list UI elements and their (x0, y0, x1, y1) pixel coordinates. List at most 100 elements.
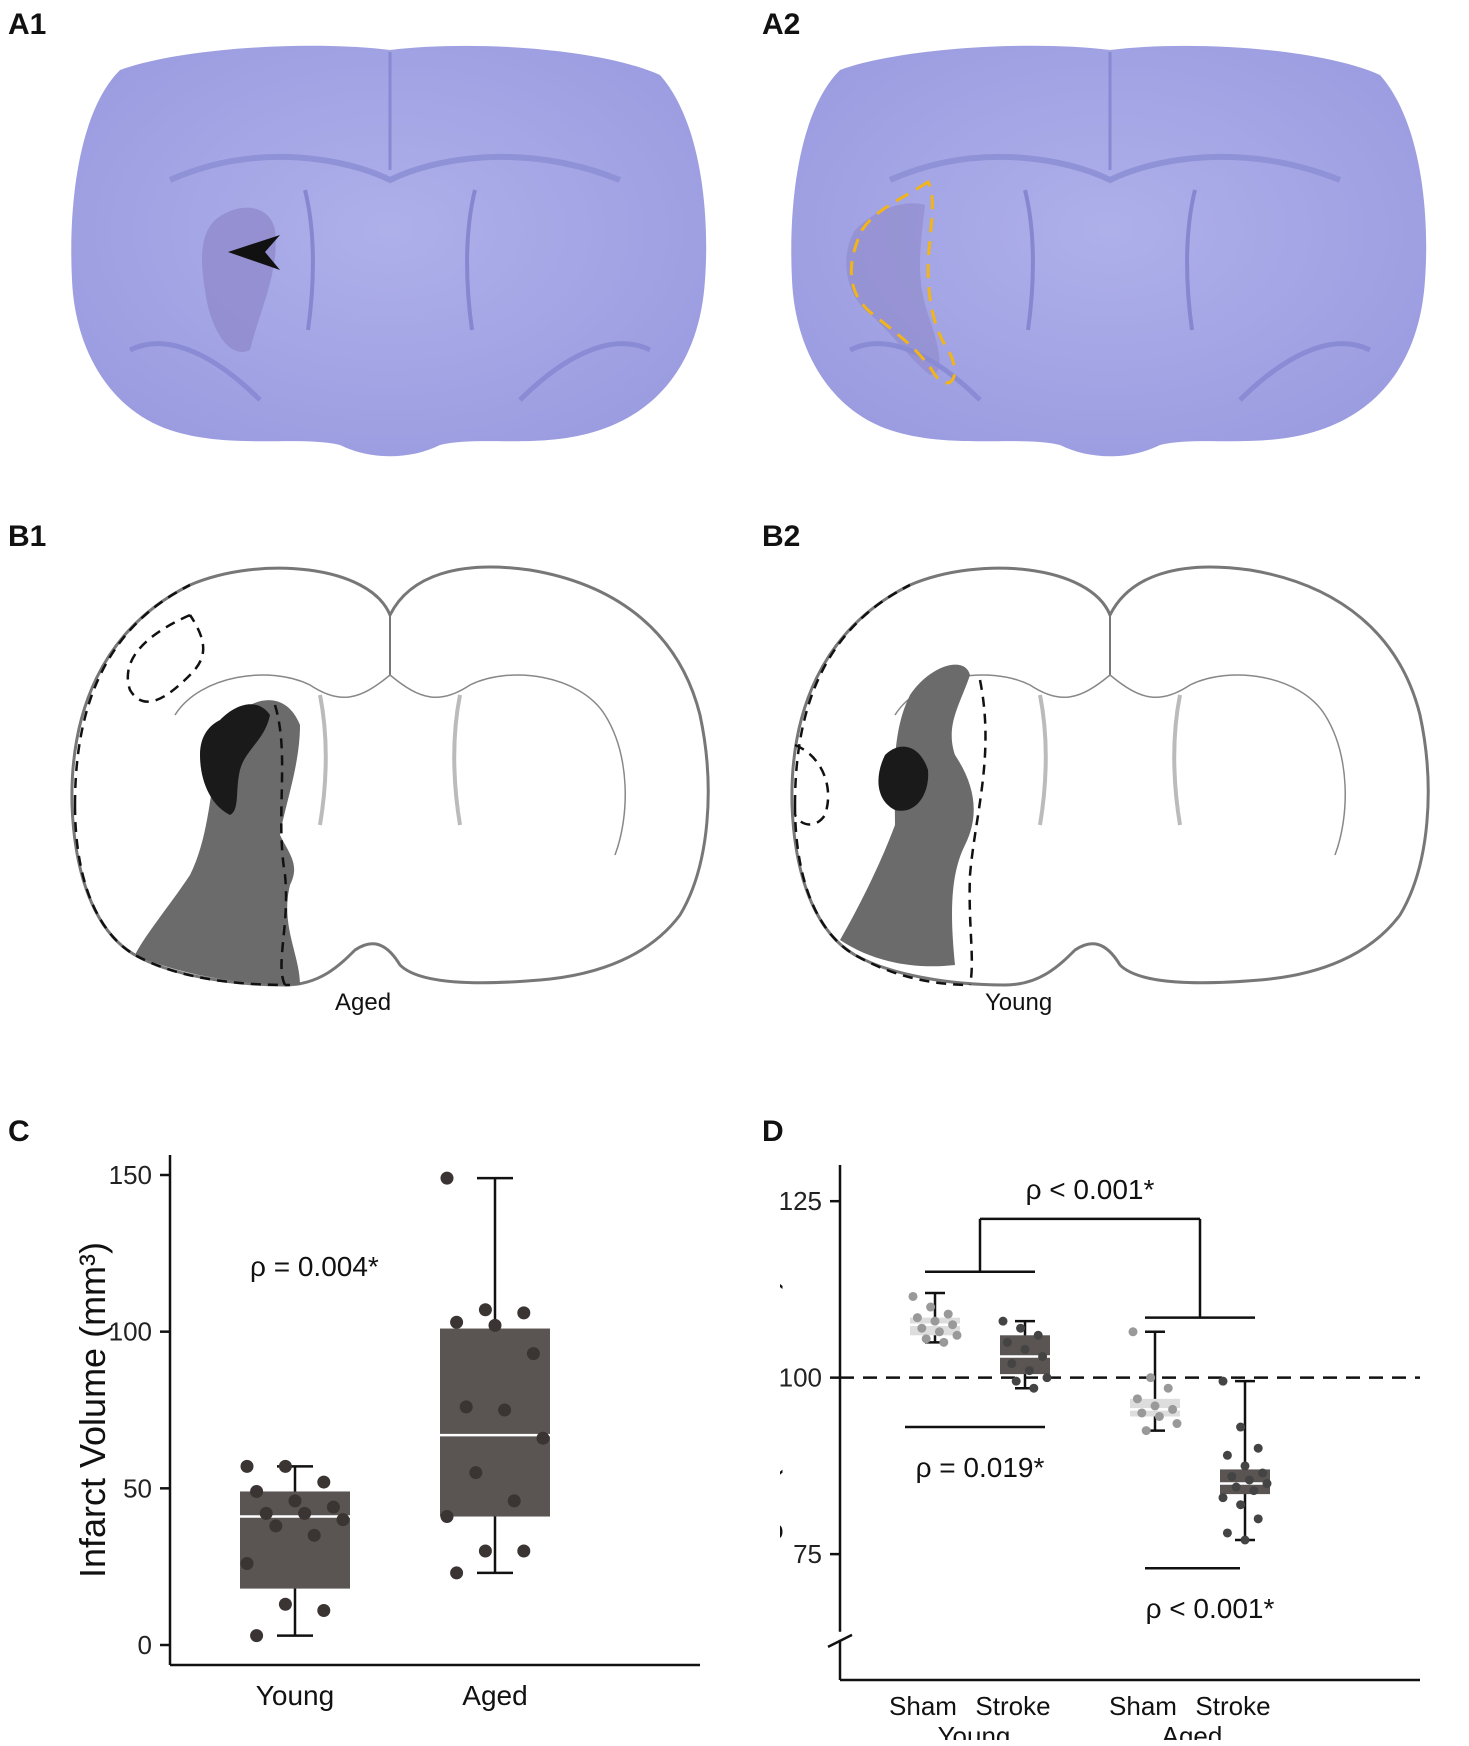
data-point (1244, 1475, 1254, 1485)
inner-outline (894, 674, 1346, 856)
data-point (952, 1330, 962, 1340)
ventricle-right (452, 694, 462, 826)
corpus-callosum (168, 153, 622, 184)
hippocampus-right (518, 341, 652, 402)
data-point (498, 1403, 512, 1417)
x-tick-label: Aged (462, 1680, 527, 1711)
p-value-aged: ρ < 0.001* (1146, 1593, 1275, 1624)
data-point (926, 1302, 936, 1312)
data-point (1132, 1394, 1142, 1404)
data-point (526, 1347, 540, 1361)
data-point (478, 1303, 492, 1317)
y-tick-label: 100 (780, 1363, 822, 1393)
data-point (1038, 1351, 1048, 1361)
y-tick-label: 50 (123, 1473, 152, 1503)
group-label-aged: Aged (1162, 1721, 1223, 1740)
data-point (326, 1500, 340, 1514)
data-point (1016, 1323, 1026, 1333)
x-tick-label: Sham (1109, 1691, 1177, 1721)
data-point (278, 1459, 292, 1473)
data-point (288, 1494, 302, 1508)
ventricle-right (465, 189, 477, 331)
group-label-young: Young (938, 1721, 1011, 1740)
data-point (1146, 1373, 1156, 1383)
dashed-outline-medial (968, 679, 987, 986)
data-point (998, 1316, 1008, 1326)
data-point (1236, 1422, 1246, 1432)
panel-label-a2: A2 (762, 8, 801, 41)
x-tick-label: Stroke (1195, 1691, 1270, 1721)
data-point (1002, 1337, 1012, 1347)
data-point (1227, 1471, 1237, 1481)
infarct-outline (849, 179, 956, 385)
data-point (1253, 1514, 1263, 1524)
data-point (1168, 1404, 1178, 1414)
data-point (250, 1629, 264, 1643)
panel-label-d: D (762, 1115, 784, 1148)
data-point (939, 1337, 949, 1347)
data-point (1029, 1383, 1039, 1393)
dashed-outline-bottom (73, 804, 291, 987)
panel-label-b2: B2 (762, 520, 801, 553)
brain-outline (71, 45, 707, 457)
data-point (917, 1323, 927, 1333)
data-point (1240, 1535, 1250, 1545)
data-point (336, 1513, 350, 1527)
data-point (1218, 1493, 1228, 1503)
data-point (948, 1320, 958, 1330)
y-tick-label: 75 (793, 1539, 822, 1569)
data-point (1253, 1443, 1263, 1453)
dashed-outline-lateral (73, 583, 191, 806)
data-point (469, 1466, 483, 1480)
caption-young: Young (985, 989, 1052, 1016)
data-point (1172, 1419, 1182, 1429)
x-tick-label: Young (256, 1680, 334, 1711)
data-point (1236, 1500, 1246, 1510)
dashed-outline-inner (793, 743, 830, 826)
p-value-annotation: ρ = 0.004* (250, 1251, 379, 1282)
data-point (1154, 1411, 1164, 1421)
data-point (1007, 1359, 1017, 1369)
data-point (1128, 1327, 1138, 1337)
hippocampus-right (1238, 341, 1372, 402)
data-point (1042, 1373, 1052, 1383)
data-point (1024, 1366, 1034, 1376)
ventricle-right (1185, 189, 1197, 331)
panel-label-b1: B1 (8, 520, 47, 553)
panel-label-a1: A1 (8, 8, 47, 41)
panel-label-c: C (8, 1115, 30, 1148)
data-point (240, 1557, 254, 1571)
y-tick-label: 125 (780, 1186, 822, 1216)
ventricle-left (1023, 189, 1035, 331)
core-black (200, 704, 270, 815)
data-point (278, 1597, 292, 1611)
data-point (912, 1313, 922, 1323)
dashed-outline-lateral (793, 583, 911, 806)
data-point (317, 1604, 331, 1618)
x-tick-label: Sham (889, 1691, 957, 1721)
caption-aged: Aged (335, 989, 391, 1016)
y-axis-label: Weight (% Baseline) (780, 1277, 783, 1602)
y-tick-label: 100 (109, 1317, 152, 1347)
schematic-b2: Young (790, 565, 1430, 1016)
nissl-slice-a2 (791, 45, 1427, 457)
p-value-young: ρ = 0.019* (916, 1452, 1045, 1483)
data-point (450, 1566, 464, 1580)
data-point (1163, 1383, 1173, 1393)
data-point (908, 1291, 918, 1301)
data-point (1020, 1344, 1030, 1354)
data-point (943, 1309, 953, 1319)
corpus-callosum (888, 153, 1342, 184)
hippocampus-left (848, 341, 982, 402)
p-value-top: ρ < 0.001* (1026, 1174, 1155, 1205)
data-point (934, 1327, 944, 1337)
data-point (1240, 1461, 1250, 1471)
data-point (1231, 1482, 1241, 1492)
data-point (1262, 1479, 1272, 1489)
dashed-outline-inner (126, 613, 205, 703)
data-point (1033, 1330, 1043, 1340)
box-aged (440, 1328, 550, 1517)
data-point (269, 1519, 283, 1533)
